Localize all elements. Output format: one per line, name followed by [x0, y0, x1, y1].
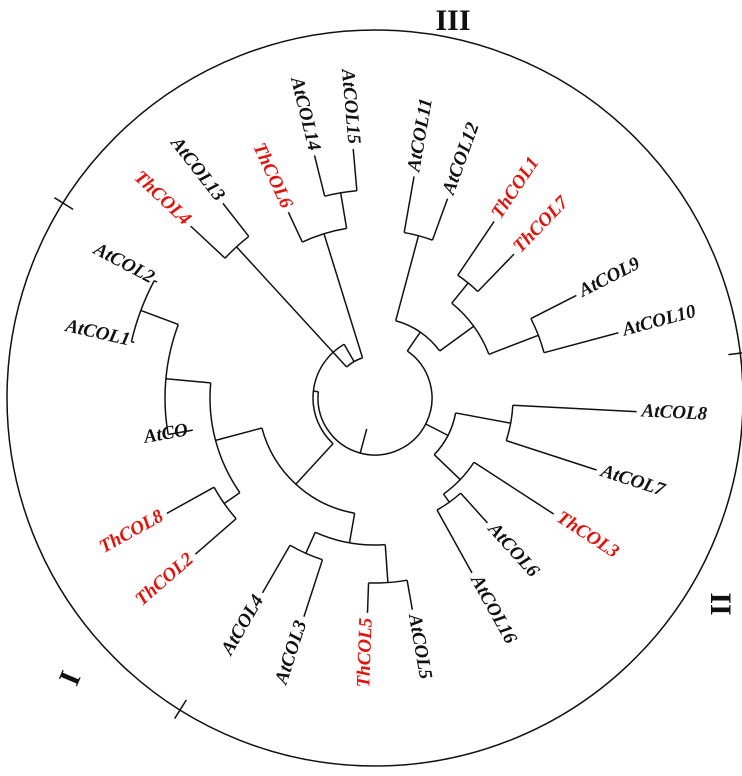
leaf-label-AtCOL5: AtCOL5 [404, 612, 436, 682]
clade-separator-II-I [174, 699, 187, 719]
branch-n_1415 [339, 192, 348, 229]
clade-separator-III-II [728, 352, 742, 356]
leaf-label-AtCOL8: AtCOL8 [640, 400, 708, 424]
branch-AtCO [168, 429, 193, 436]
branch-n_a [215, 427, 263, 442]
clade-separator-III-I [54, 197, 74, 210]
leaf-label-ThCOL2: ThCOL2 [131, 548, 198, 610]
branch-ThCOL8 [166, 486, 215, 515]
leaf-label-AtCOL12: AtCOL12 [438, 119, 484, 198]
branch-AtCOL10 [543, 332, 619, 354]
leaf-label-AtCOL7: AtCOL7 [598, 460, 669, 501]
branch-n_c1 [394, 235, 420, 321]
branch-n_910 [488, 334, 539, 355]
branch-AtCOL5 [406, 580, 414, 610]
leaf-label-AtCO: AtCO [141, 419, 190, 448]
branch-ThCOL2 [194, 518, 237, 555]
branch-AtCOL12 [431, 198, 449, 241]
leaf-label-AtCOL2: AtCOL2 [89, 238, 158, 288]
branch-n_c87 [455, 412, 511, 424]
branch-ThCOL1 [457, 220, 495, 276]
branch-AtCOL2 [153, 279, 158, 283]
leaf-label-AtCOL16: AtCOL16 [466, 571, 521, 648]
node-arc-n_IV [346, 357, 363, 368]
branch-AtCOL8 [512, 404, 637, 413]
leaf-label-ThCOL5: ThCOL5 [353, 617, 376, 688]
leaf-label-AtCOL10: AtCOL10 [619, 301, 698, 341]
branch-n_34 [305, 531, 316, 554]
leaf-label-AtCOL1: AtCOL1 [63, 315, 132, 350]
branch-AtCOL15 [352, 148, 358, 191]
branch-ThCOL3 [473, 461, 555, 515]
leaf-label-AtCOL14: AtCOL14 [286, 74, 325, 153]
branch-ThCOL5 [366, 582, 370, 613]
node-arc-n_root [317, 350, 433, 456]
branch-n_I [295, 443, 334, 485]
branch-AtCOL16 [436, 509, 473, 574]
branch-n_III_r [406, 331, 421, 352]
leaf-label-AtCOL3: AtCOL3 [271, 618, 312, 688]
leaf-label-AtCOL9: AtCOL9 [575, 253, 644, 302]
branch-AtCOL1 [131, 341, 135, 344]
leaf-label-ThCOL4: ThCOL4 [130, 167, 195, 230]
clade-label-III: III [435, 4, 470, 37]
branch-AtCOL11 [403, 176, 415, 233]
leaf-label-ThCOL1: ThCOL1 [487, 153, 543, 223]
branch-n_17 [451, 282, 469, 304]
branch-n_d [439, 325, 475, 352]
branch-n_II [425, 423, 449, 437]
branch-ThCOL6 [287, 211, 303, 243]
branch-n_c3 [433, 454, 461, 481]
branch-n_55 [384, 544, 389, 583]
clade-label-II: II [704, 592, 737, 615]
branch-AtCOL6 [460, 492, 488, 524]
leaf-label-AtCOL15: AtCOL15 [337, 67, 365, 145]
tree-branches [6, 29, 742, 767]
branch-ThCOL7 [477, 253, 515, 293]
branch-n_c616 [442, 493, 450, 503]
clade-label-I: I [52, 666, 87, 690]
branch-AtCOL4 [261, 544, 291, 594]
branch-n_b [348, 513, 356, 543]
leaf-label-AtCOL4: AtCOL4 [217, 591, 268, 659]
branch-n_82 [223, 492, 241, 505]
branch-AtCOL9 [530, 294, 577, 320]
leaf-label-AtCOL6: AtCOL6 [483, 518, 543, 582]
leaf-label-AtCOL13: AtCOL13 [166, 132, 229, 205]
branch-n_r2 [313, 390, 319, 393]
leaf-label-ThCOL8: ThCOL8 [96, 505, 168, 557]
node-arc-n_co [164, 324, 180, 435]
branch-n_IV [343, 343, 355, 362]
branch-n_12 [140, 309, 179, 326]
branch-n_413 [235, 246, 348, 368]
branch-AtCOL14 [313, 155, 326, 197]
branch-AtCOL7 [506, 439, 597, 471]
root-stub [359, 428, 368, 454]
branch-n_6 [323, 233, 364, 359]
branch-AtCOL3 [303, 559, 324, 617]
branch-n_co [165, 378, 211, 384]
branch-ThCOL4 [190, 225, 226, 259]
leaf-label-ThCOL3: ThCOL3 [553, 507, 623, 563]
leaf-label-AtCOL11: AtCOL11 [403, 97, 437, 174]
outer-ring [6, 29, 742, 767]
leaf-label-ThCOL6: ThCOL6 [248, 140, 297, 212]
branch-AtCOL13 [222, 202, 250, 237]
